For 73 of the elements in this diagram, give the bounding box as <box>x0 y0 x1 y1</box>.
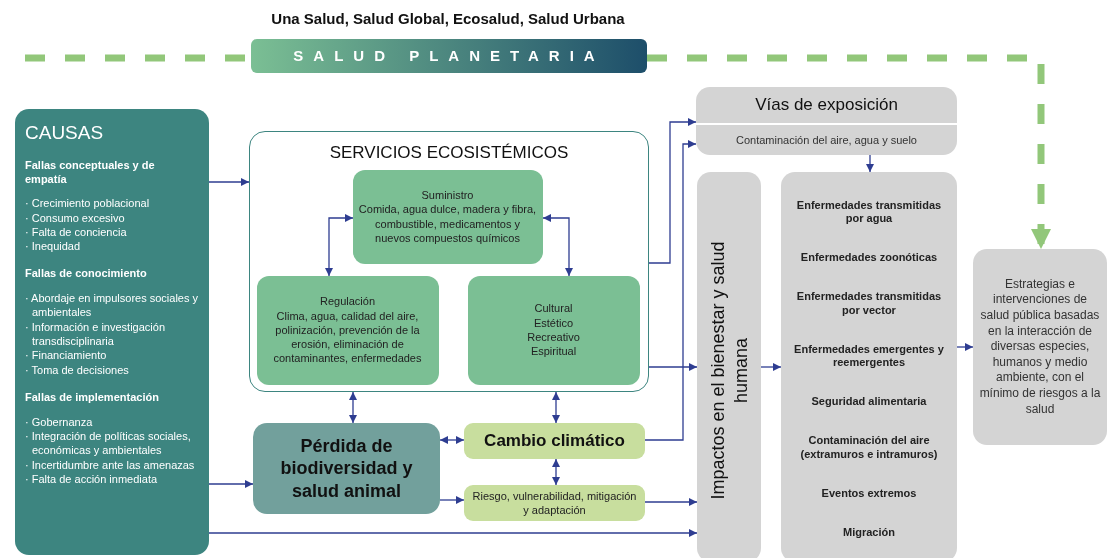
panel-heading: CAUSAS <box>25 121 105 145</box>
arrow <box>644 140 697 441</box>
list-item: · Abordaje en impulsores sociales y ambientales <box>25 291 199 320</box>
causes-panel <box>15 109 209 555</box>
box-text: Comida, agua dulce, madera y fibra, combustible, medicamentos y nuevos compuestos químicos <box>358 202 537 246</box>
box-text: Cultural <box>534 301 573 316</box>
arrow <box>552 391 560 424</box>
list-item: · Toma de decisiones <box>25 362 130 377</box>
arrow <box>208 529 698 537</box>
arrow <box>760 363 782 371</box>
list-item: · Consumo excesivo <box>25 210 126 225</box>
box-text: Cambio climático <box>484 430 625 452</box>
group-frame <box>249 131 649 392</box>
list-item: Enfermedades zoonóticas <box>800 251 938 265</box>
list-item: Contaminación del aire (extramuros e intramuros) <box>799 434 939 462</box>
box-text: Contaminación del aire, agua y suelo <box>735 133 918 148</box>
banner-text: SALUD PLANETARIA <box>293 46 605 66</box>
box-text: Riesgo, vulnerabilidad, mitigación y adaptación <box>471 488 638 518</box>
banner <box>251 39 647 73</box>
box-text: Recreativo <box>527 330 580 345</box>
list-item: Enfermedades transmitidas por vector <box>795 290 943 318</box>
process-box <box>464 485 645 521</box>
list-item: Enfermedades transmitidas por agua <box>795 198 943 227</box>
list-item: · Información e investigación transdisciplinaria <box>25 319 166 349</box>
group-heading: SERVICIOS ECOSISTÉMICOS <box>328 142 570 164</box>
arrow <box>439 436 465 444</box>
list-item: Eventos extremos <box>821 486 917 501</box>
subheading: Fallas conceptuales y de empatía <box>25 158 156 187</box>
box-text: Estético <box>533 315 574 330</box>
subheading: Fallas de implementación <box>25 390 160 405</box>
list-item: Migración <box>843 525 895 540</box>
list-item: · Falta de conciencia <box>25 224 128 240</box>
dashed-arrow <box>647 54 1051 249</box>
list-item: · Crecimiento poblacional <box>25 196 151 211</box>
list-item: · Integración de políticas sociales, económicas y ambientales <box>25 429 192 458</box>
list-item: · Inequidad <box>25 239 82 254</box>
arrow <box>439 496 465 504</box>
arrow <box>208 178 250 186</box>
list-item: Enfermedades emergentes y reemergentes <box>794 342 944 371</box>
arrow <box>648 118 697 264</box>
process-box <box>781 172 957 558</box>
box-text: Suministro <box>421 187 474 203</box>
list-item: · Incertidumbre ante las amenazas <box>25 457 196 472</box>
arrow <box>866 154 874 173</box>
arrow <box>648 363 698 371</box>
process-box <box>253 423 440 514</box>
list-item: Seguridad alimentaria <box>811 395 927 410</box>
process-box <box>352 169 543 264</box>
arrow <box>956 343 974 351</box>
box-text: Estrategias e intervenciones de salud pública basadas en la interacción de diversas especies, humanos y medio ambiente, con el mínimo de riesgos a la salud <box>979 276 1101 418</box>
box-heading: Vías de exposición <box>696 87 957 125</box>
box-text: Regulación <box>319 294 375 309</box>
arrow <box>349 391 357 424</box>
arrow <box>644 498 698 506</box>
process-box <box>464 423 645 459</box>
process-box <box>467 275 640 385</box>
arrow <box>542 214 573 277</box>
arrow <box>208 480 254 488</box>
box-text: Clima, agua, calidad del aire, polinización, prevención de la erosión, eliminación de contaminantes, enfermedades <box>272 308 423 366</box>
process-box <box>256 275 439 385</box>
process-box <box>973 249 1107 445</box>
arrow <box>552 458 560 486</box>
process-box <box>696 87 957 155</box>
subheading: Fallas de conocimiento <box>25 267 148 282</box>
vertical-text: Impactos en el bienestar y salud humana <box>706 240 751 502</box>
box-text: Pérdida de biodiversidad y salud animal <box>279 434 414 503</box>
list-item: · Financiamiento <box>25 348 108 363</box>
arrow <box>325 214 354 277</box>
process-box <box>697 172 761 558</box>
list-item: · Falta de acción inmediata <box>25 471 159 487</box>
box-text: Espiritual <box>530 344 577 359</box>
list-item: · Gobernanza <box>25 414 94 429</box>
title: Una Salud, Salud Global, Ecosalud, Salud Urbana <box>270 10 626 27</box>
